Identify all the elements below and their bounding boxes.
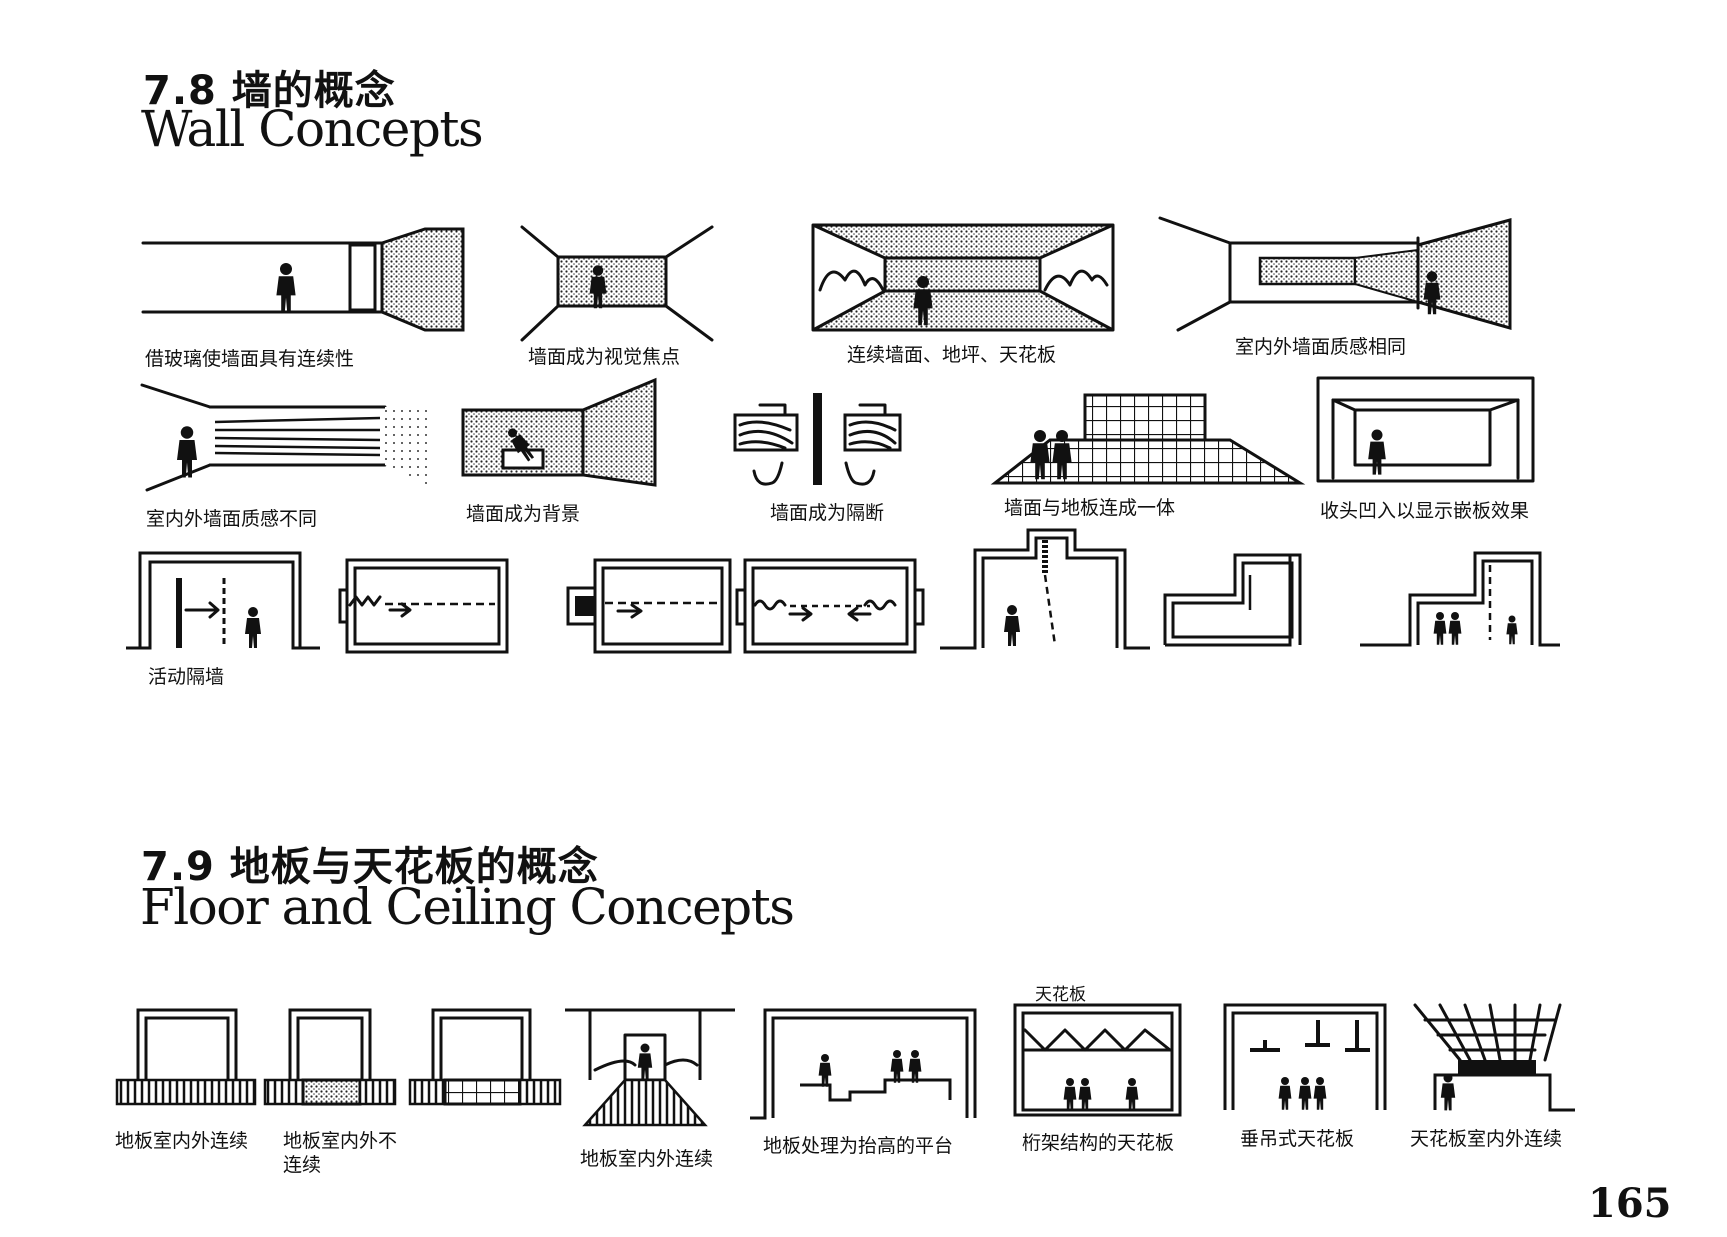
sketch-wall-floor-integrated [990,393,1306,485]
caption-floor-continuous-2: 地板室内外连续 [580,1148,714,1170]
caption-ceiling-continuous: 天花板室内外连续 [1410,1128,1563,1150]
caption-floor-discontinuous: 地板室内外不 连续 [283,1130,398,1176]
sketch-same-texture [1158,216,1512,332]
sketch-movable-partitions [126,528,1560,654]
wall-section-number-title: 7.8 墙的概念 [143,68,396,114]
caption-wall-partition: 墙面成为隔断 [770,502,885,524]
caption-glass-continuity: 借玻璃使墙面具有连续性 [145,348,355,370]
floor-section-english-title: Floor and Ceiling Concepts [140,878,795,936]
sketch-different-texture [140,383,432,492]
caption-floor-continuous-1: 地板室内外连续 [115,1130,249,1152]
sketch-glass-continuity [141,227,465,332]
sketch-wall-partition [733,393,902,486]
label-ceiling: 天花板 [1035,985,1086,1005]
caption-truss-ceiling: 桁架结构的天花板 [1022,1132,1175,1154]
sketch-focal-wall [520,225,714,342]
caption-suspended-ceiling: 垂吊式天花板 [1240,1128,1355,1150]
caption-recessed-panel: 收头凹入以显示嵌板效果 [1320,500,1530,522]
page-number: 165 [1588,1180,1672,1227]
sketch-wall-background [461,377,657,487]
caption-wall-background: 墙面成为背景 [466,503,581,525]
caption-movable-partition: 活动隔墙 [148,666,225,688]
caption-different-texture: 室内外墙面质感不同 [146,508,318,530]
floor-section-number-title: 7.9 地板与天花板的概念 [141,844,599,890]
caption-focal-wall: 墙面成为视觉焦点 [528,346,681,368]
sketch-recessed-panel [1316,376,1535,483]
caption-continuous-surfaces: 连续墙面、地坪、天花板 [847,344,1057,366]
sketch-floor-ceiling [115,1003,1575,1127]
caption-wall-floor-integrated: 墙面与地板连成一体 [1004,497,1176,519]
caption-same-texture: 室内外墙面质感相同 [1235,336,1407,358]
wall-section-english-title: Wall Concepts [141,100,484,158]
caption-raised-platform: 地板处理为抬高的平台 [763,1135,954,1157]
sketch-continuous-surfaces [811,223,1115,332]
